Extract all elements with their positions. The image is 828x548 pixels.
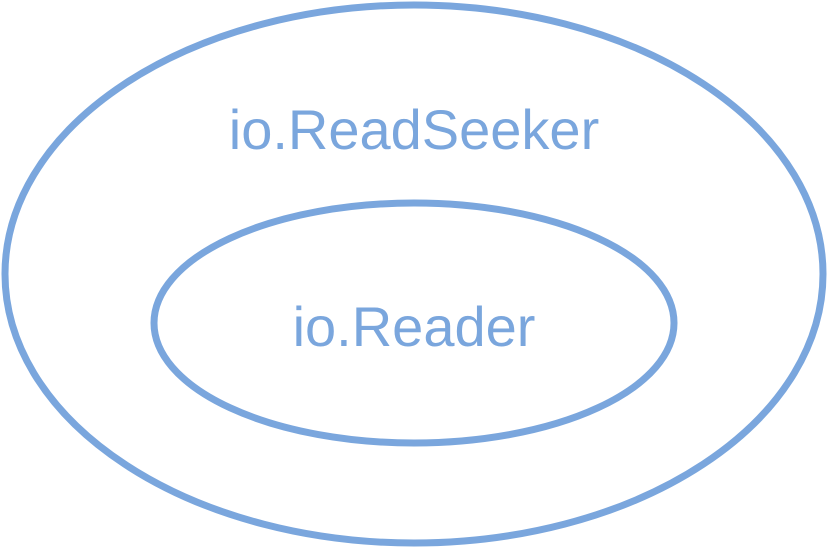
inner-set-ellipse [150,199,678,447]
inner-set-label: io.Reader [293,295,536,358]
outer-set-label: io.ReadSeeker [229,98,599,161]
